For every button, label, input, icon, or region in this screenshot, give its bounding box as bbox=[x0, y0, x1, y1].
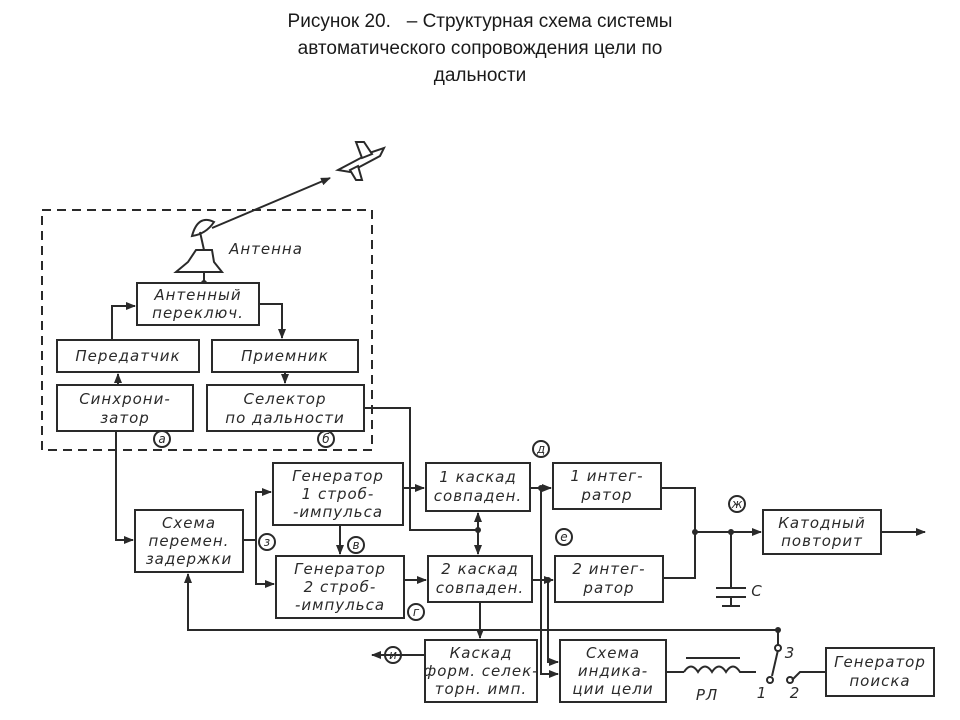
capacitor-label: С bbox=[751, 582, 762, 600]
antenna-switch-text-1: Антенный bbox=[153, 286, 241, 304]
receiver-text: Приемник bbox=[241, 347, 329, 365]
aircraft-icon bbox=[334, 141, 386, 181]
target-indicator-text-3: ции цели bbox=[572, 680, 653, 698]
marker-g: г bbox=[413, 605, 420, 619]
integrator-2-block: 2 интег- ратор bbox=[554, 555, 664, 603]
coincidence-1-text-2: совпаден. bbox=[434, 487, 522, 505]
cathode-follower-text-1: Катодный bbox=[778, 514, 866, 532]
strobe-gen-1-text-3: -импульса bbox=[293, 503, 383, 521]
delay-circuit-text-3: задержки bbox=[146, 550, 233, 568]
antenna-switch-block: Антенный переключ. bbox=[136, 282, 260, 326]
receiver-block: Приемник bbox=[211, 339, 359, 373]
point-markers: а б в г д е ж з и bbox=[153, 430, 746, 664]
strobe-gen-1-block: Генератор 1 строб- -импульса bbox=[272, 462, 404, 526]
coincidence-1-block: 1 каскад совпаден. bbox=[425, 462, 531, 512]
strobe-gen-2-text-1: Генератор bbox=[294, 560, 386, 578]
search-gen-text-1: Генератор bbox=[834, 653, 926, 671]
coincidence-2-block: 2 каскад совпаден. bbox=[427, 555, 533, 603]
marker-e: е bbox=[560, 530, 567, 544]
integrator-1-text-2: ратор bbox=[580, 486, 632, 504]
synchronizer-text-1: Синхрони- bbox=[79, 390, 171, 408]
delay-circuit-text-1: Схема bbox=[162, 514, 216, 532]
integrator-1-block: 1 интег- ратор bbox=[552, 462, 662, 510]
marker-a: а bbox=[158, 432, 165, 446]
page-title: Рисунок 20. – Структурная схема системы … bbox=[0, 8, 960, 89]
coincidence-1-text-1: 1 каскад bbox=[439, 468, 516, 486]
transmitter-text: Передатчик bbox=[75, 347, 180, 365]
delay-circuit-text-2: перемен. bbox=[149, 532, 230, 550]
range-selector-text-2: по дальности bbox=[225, 409, 344, 427]
antenna-switch-text-2: переключ. bbox=[152, 304, 244, 322]
pulse-former-text-3: торн. имп. bbox=[435, 680, 527, 698]
marker-zh: ж bbox=[731, 497, 743, 511]
search-gen-block: Генератор поиска bbox=[825, 647, 935, 697]
radar-station-frame bbox=[41, 209, 373, 451]
antenna-label: Антенна bbox=[228, 240, 303, 258]
title-line-2: автоматического сопровождения цели по bbox=[297, 38, 663, 59]
strobe-gen-1-text-1: Генератор bbox=[292, 467, 384, 485]
coincidence-2-text-1: 2 каскад bbox=[441, 560, 518, 578]
target-indicator-block: Схема индика- ции цели bbox=[559, 639, 667, 703]
strobe-gen-1-text-2: 1 строб- bbox=[302, 485, 375, 503]
title-line-3: дальности bbox=[433, 65, 527, 86]
strobe-gen-2-block: Генератор 2 строб- -импульса bbox=[275, 555, 405, 619]
pulse-former-text-1: Каскад bbox=[450, 644, 513, 662]
marker-v: в bbox=[352, 538, 359, 552]
switch-pos-2: 2 bbox=[790, 684, 801, 702]
target-indicator-text-2: индика- bbox=[578, 662, 648, 680]
switch-pos-3: 3 bbox=[785, 644, 796, 662]
search-gen-text-2: поиска bbox=[849, 672, 910, 690]
relay-label: РЛ bbox=[696, 686, 718, 704]
antenna-icon bbox=[173, 218, 225, 273]
delay-circuit-block: Схема перемен. задержки bbox=[134, 509, 244, 573]
synchronizer-text-2: затор bbox=[100, 409, 150, 427]
range-selector-block: Селектор по дальности bbox=[206, 384, 365, 432]
radar-beam bbox=[211, 177, 331, 229]
integrator-2-text-1: 2 интег- bbox=[572, 560, 645, 578]
transmitter-block: Передатчик bbox=[56, 339, 200, 373]
cathode-follower-text-2: повторит bbox=[781, 532, 863, 550]
synchronizer-block: Синхрони- затор bbox=[56, 384, 194, 432]
cathode-follower-block: Катодный повторит bbox=[762, 509, 882, 555]
coincidence-2-text-2: совпаден. bbox=[436, 579, 524, 597]
title-line-1: Рисунок 20. – Структурная схема системы bbox=[287, 11, 673, 32]
marker-i: и bbox=[389, 648, 397, 662]
integrator-1-text-1: 1 интег- bbox=[570, 467, 643, 485]
connection-lines bbox=[111, 302, 926, 684]
integrator-2-text-2: ратор bbox=[582, 579, 634, 597]
switch-pos-1: 1 bbox=[757, 684, 768, 702]
range-selector-text-1: Селектор bbox=[243, 390, 326, 408]
marker-z: з bbox=[264, 535, 270, 549]
target-indicator-text-1: Схема bbox=[586, 644, 640, 662]
marker-b: б bbox=[322, 432, 330, 446]
strobe-gen-2-text-3: -импульса bbox=[295, 596, 385, 614]
pulse-former-text-2: форм. селек- bbox=[423, 662, 538, 680]
pulse-former-block: Каскад форм. селек- торн. имп. bbox=[423, 639, 538, 703]
strobe-gen-2-text-2: 2 строб- bbox=[304, 578, 377, 596]
marker-d: д bbox=[536, 442, 545, 456]
